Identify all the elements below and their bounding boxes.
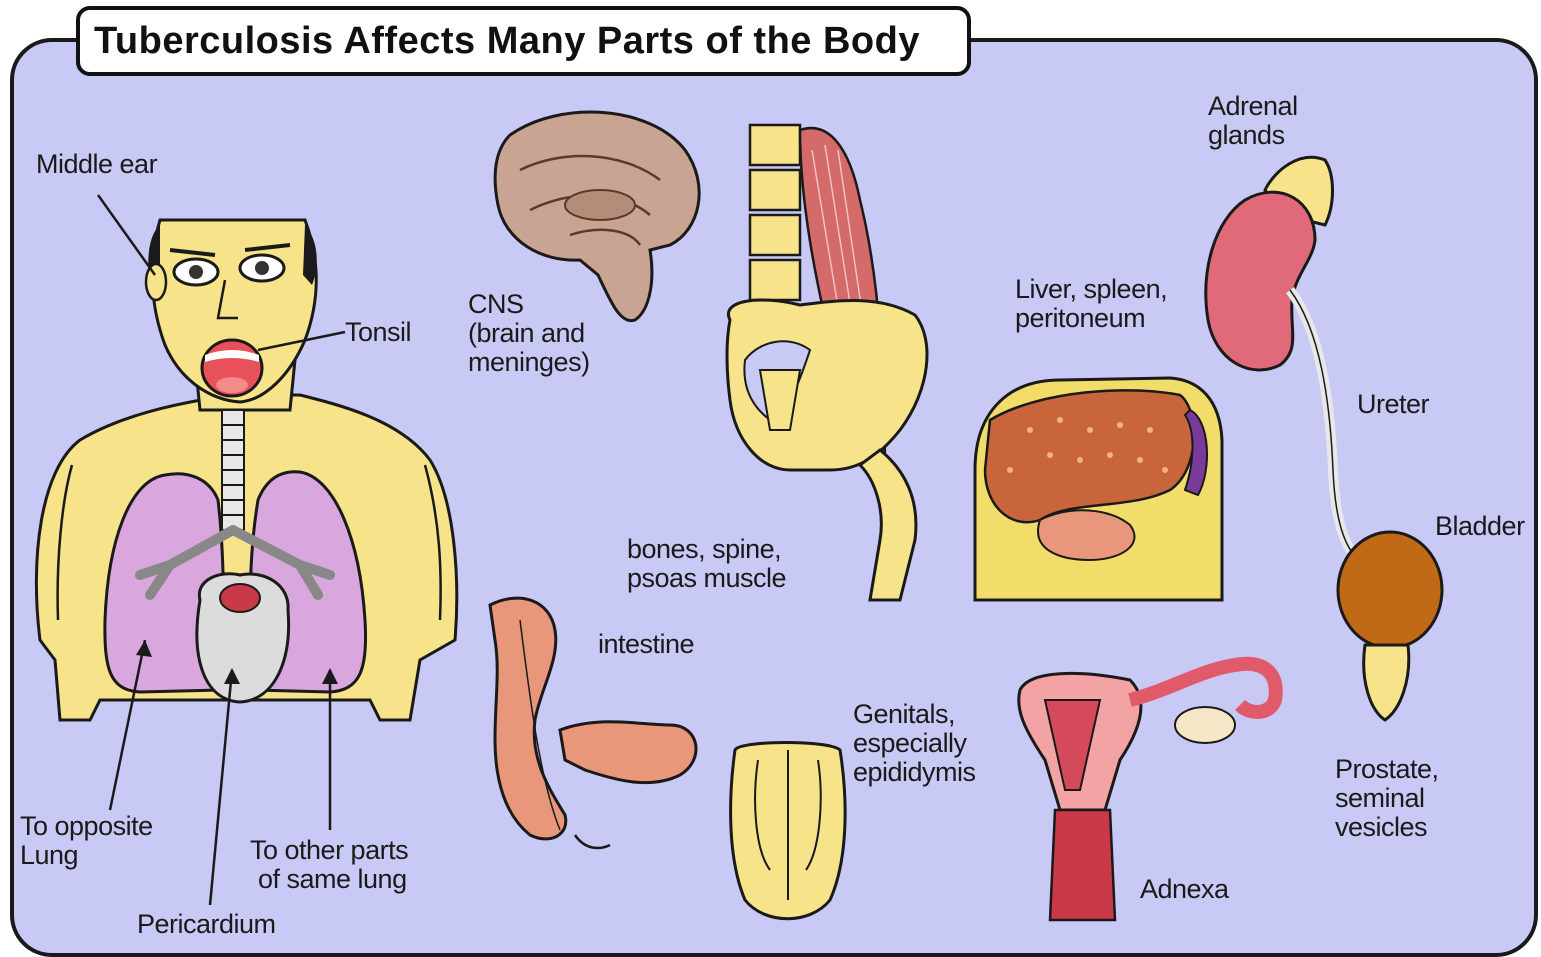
label-liver-spleen-peritoneum: Liver, spleen, peritoneum	[1015, 275, 1167, 333]
label-ureter: Ureter	[1357, 390, 1429, 419]
scrotum-illustration	[731, 743, 846, 919]
title-box: Tuberculosis Affects Many Parts of the B…	[76, 6, 971, 76]
label-cns: CNS (brain and meninges)	[468, 290, 590, 377]
liver-illustration	[975, 378, 1222, 600]
ear	[146, 264, 166, 300]
label-intestine: intestine	[598, 630, 694, 659]
stomach-bowel	[1038, 510, 1134, 560]
label-adrenal-glands: Adrenal glands	[1208, 92, 1298, 150]
label-to-other-parts-same-lung: To other parts of same lung	[250, 836, 408, 894]
label-adnexa: Adnexa	[1140, 875, 1229, 904]
diagram-title: Tuberculosis Affects Many Parts of the B…	[94, 20, 920, 63]
label-middle-ear: Middle ear	[36, 150, 157, 179]
ovary	[1175, 707, 1235, 743]
bladder-organ	[1338, 532, 1442, 648]
label-tonsil: Tonsil	[345, 318, 411, 347]
label-to-opposite-lung: To opposite Lung	[20, 812, 153, 870]
label-genitals: Genitals, especially epididymis	[853, 700, 976, 787]
trachea	[222, 410, 244, 530]
heart	[220, 584, 260, 612]
label-prostate-seminal-vesicles: Prostate, seminal vesicles	[1335, 755, 1439, 842]
label-bladder: Bladder	[1435, 512, 1525, 541]
label-pericardium: Pericardium	[137, 910, 276, 939]
label-bones-spine-psoas: bones, spine, psoas muscle	[627, 535, 786, 593]
